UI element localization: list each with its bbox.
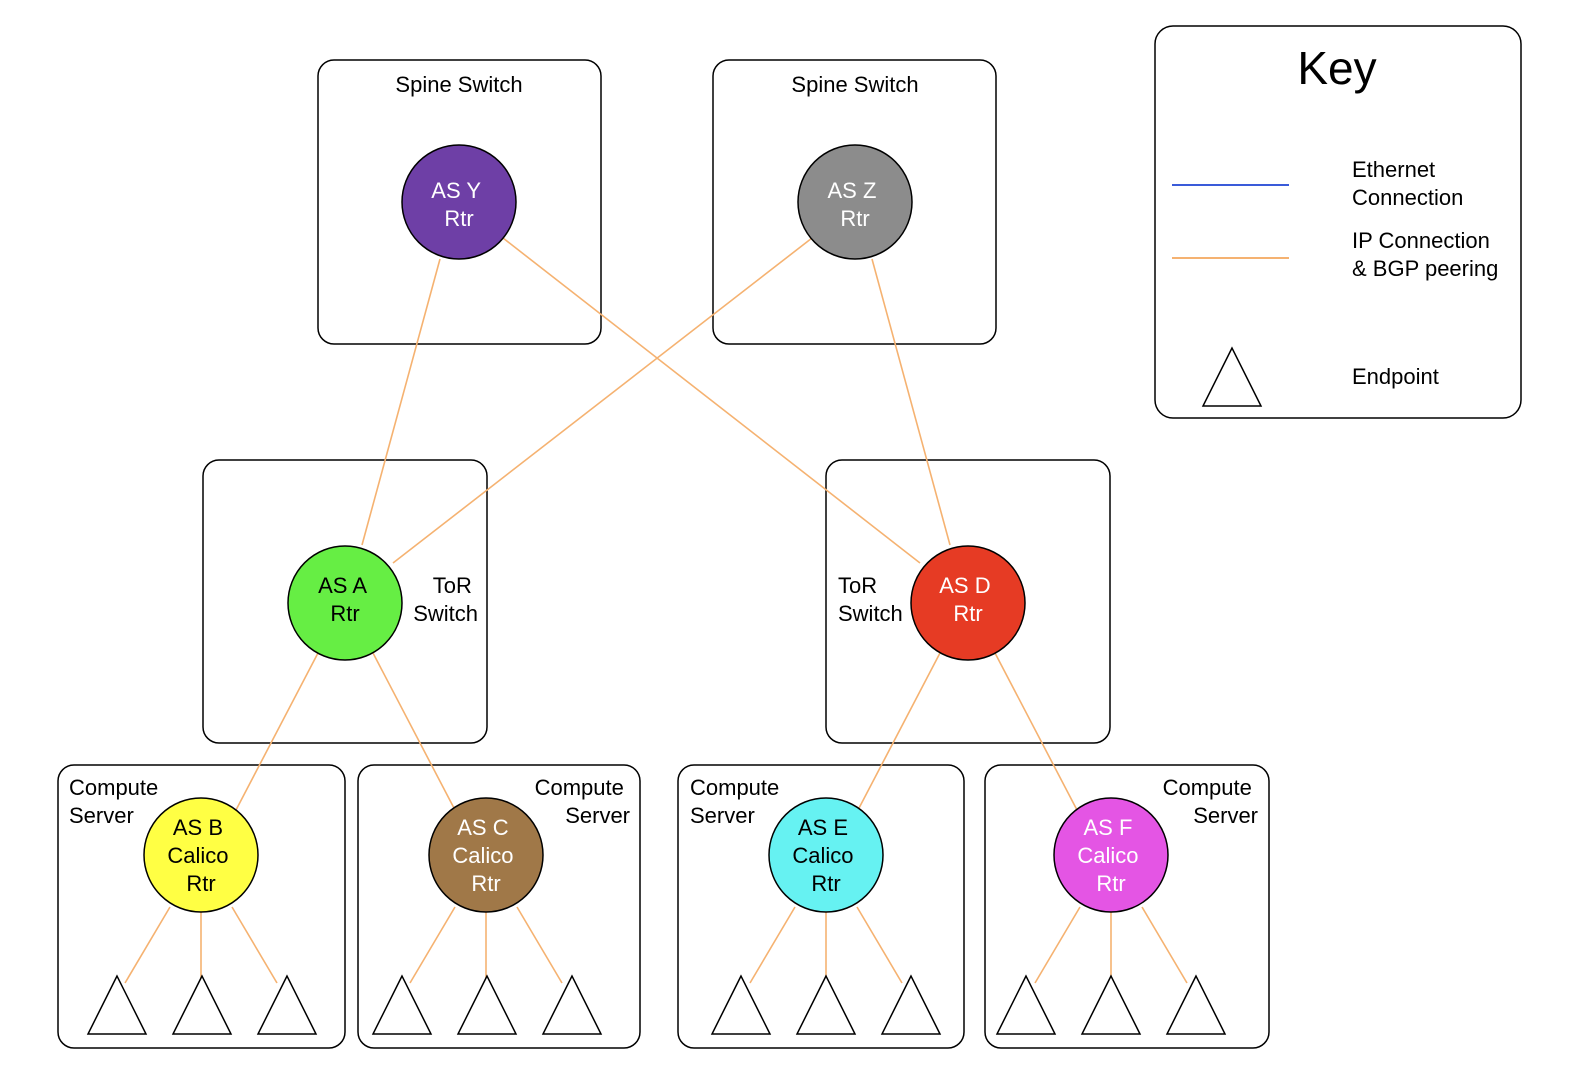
router-as-c-label: AS C Calico Rtr xyxy=(452,815,519,896)
endpoint-triangle-icon xyxy=(1080,974,1142,1035)
router-as-f-circle xyxy=(1053,797,1169,913)
compute-server-label-f: Compute Server xyxy=(1163,775,1258,828)
router-as-d-circle xyxy=(910,545,1026,661)
endpoint-triangle-icon xyxy=(371,974,433,1035)
link-b-endpoint-3 xyxy=(231,906,278,984)
router-as-z-circle xyxy=(797,144,913,260)
key-box xyxy=(1154,25,1522,419)
endpoint-triangle-icon xyxy=(1165,974,1227,1035)
link-y-a xyxy=(361,258,441,546)
link-y-d xyxy=(502,237,921,564)
router-as-f-label: AS F Calico Rtr xyxy=(1077,815,1144,896)
router-as-y-label: AS Y Rtr xyxy=(431,178,486,231)
compute-server-label-b: Compute Server xyxy=(69,775,164,828)
router-as-z-label: AS Z Rtr xyxy=(827,178,882,231)
router-as-b: AS B Calico Rtr xyxy=(143,797,259,913)
router-as-e-circle xyxy=(768,797,884,913)
tor-switch-label-left: ToR Switch xyxy=(413,573,478,626)
endpoint-triangle-icon xyxy=(171,974,233,1035)
endpoint-triangle-icon xyxy=(456,974,518,1035)
router-as-a-circle xyxy=(287,545,403,661)
endpoint-triangle-icon xyxy=(86,974,148,1035)
spine-switch-label-left: Spine Switch xyxy=(395,72,522,97)
key-title: Key xyxy=(1297,42,1376,94)
compute-server-label-c: Compute Server xyxy=(535,775,630,828)
endpoint-triangle-icon xyxy=(256,974,318,1035)
link-f-endpoint-1 xyxy=(1034,906,1081,984)
router-as-f: AS F Calico Rtr xyxy=(1053,797,1169,913)
link-z-a xyxy=(392,237,813,564)
link-c-endpoint-1 xyxy=(409,906,456,984)
router-as-b-label: AS B Calico Rtr xyxy=(167,815,234,896)
key-ethernet-label: Ethernet Connection xyxy=(1352,157,1463,210)
link-a-b xyxy=(235,652,319,811)
router-as-d-label: AS D Rtr xyxy=(939,573,996,626)
router-as-d: AS D Rtr xyxy=(910,545,1026,661)
link-e-endpoint-1 xyxy=(749,906,796,984)
link-e-endpoint-3 xyxy=(856,906,903,984)
router-as-y-circle xyxy=(401,144,517,260)
link-d-f xyxy=(994,652,1078,811)
router-as-c: AS C Calico Rtr xyxy=(428,797,544,913)
key-endpoint-label: Endpoint xyxy=(1352,364,1439,389)
router-as-c-circle xyxy=(428,797,544,913)
router-as-e: AS E Calico Rtr xyxy=(768,797,884,913)
key-ip-label: IP Connection & BGP peering xyxy=(1352,228,1498,281)
endpoint-triangle-icon xyxy=(710,974,772,1035)
endpoint-triangle-icon xyxy=(541,974,603,1035)
router-as-y: AS Y Rtr xyxy=(401,144,517,260)
endpoints xyxy=(86,974,1227,1035)
endpoint-triangle-icon xyxy=(795,974,857,1035)
spine-switch-label-right: Spine Switch xyxy=(791,72,918,97)
ip-links xyxy=(124,237,1188,984)
router-as-z: AS Z Rtr xyxy=(797,144,913,260)
compute-server-label-e: Compute Server xyxy=(690,775,785,828)
link-a-c xyxy=(372,652,456,811)
endpoint-triangle-icon xyxy=(880,974,942,1035)
link-c-endpoint-3 xyxy=(516,906,563,984)
key-endpoint-triangle-icon xyxy=(1201,346,1263,407)
link-d-e xyxy=(857,652,941,811)
link-z-d xyxy=(871,258,951,546)
router-as-b-circle xyxy=(143,797,259,913)
link-f-endpoint-3 xyxy=(1141,906,1188,984)
endpoint-triangle-icon xyxy=(995,974,1057,1035)
router-as-a: AS A Rtr xyxy=(287,545,403,661)
tor-switch-label-right: ToR Switch xyxy=(838,573,903,626)
router-as-e-label: AS E Calico Rtr xyxy=(792,815,859,896)
link-b-endpoint-1 xyxy=(124,906,171,984)
router-as-a-label: AS A Rtr xyxy=(318,573,372,626)
